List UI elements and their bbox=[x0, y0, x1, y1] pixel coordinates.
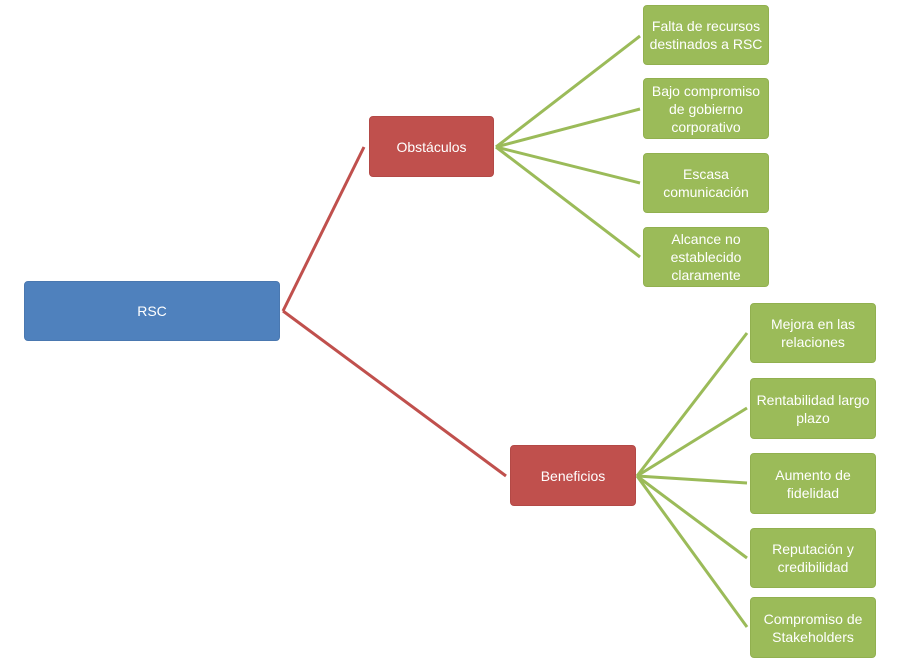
branch-node-label: Obstáculos bbox=[396, 138, 467, 155]
leaf-node-obstaculo: Alcance no establecido claramente bbox=[643, 227, 769, 287]
root-node-label: RSC bbox=[137, 303, 167, 319]
connector-obstaculos-leaf-3 bbox=[495, 145, 641, 259]
leaf-node-beneficio: Compromiso de Stakeholders bbox=[750, 597, 876, 658]
connector-beneficios-leaf-4 bbox=[635, 475, 749, 628]
connector-obstaculos-leaf-1 bbox=[495, 107, 641, 149]
leaf-node-obstaculo: Escasa comunicación bbox=[643, 153, 769, 213]
connector-beneficios-leaf-3 bbox=[636, 474, 748, 560]
leaf-node-label: Bajo compromiso de gobierno corporativo bbox=[651, 82, 761, 135]
leaf-node-obstaculo: Bajo compromiso de gobierno corporativo bbox=[643, 78, 769, 139]
connector-obstaculos-leaf-2 bbox=[495, 145, 641, 185]
leaf-node-label: Mejora en las relaciones bbox=[770, 316, 856, 350]
leaf-node-label: Alcance no establecido claramente bbox=[670, 231, 742, 283]
leaf-node-beneficio: Reputación y credibilidad bbox=[750, 528, 876, 588]
leaf-node-beneficio: Mejora en las relaciones bbox=[750, 303, 876, 363]
connector-beneficios-leaf-1 bbox=[636, 406, 748, 478]
connector-root-beneficios bbox=[282, 309, 507, 478]
connector-beneficios-leaf-2 bbox=[636, 474, 748, 485]
connector-obstaculos-leaf-0 bbox=[495, 34, 641, 149]
leaf-node-label: Rentabilidad largo plazo bbox=[756, 391, 870, 426]
leaf-node-beneficio: Rentabilidad largo plazo bbox=[750, 378, 876, 439]
connector-root-obstaculos bbox=[281, 146, 366, 312]
root-node-rsc: RSC bbox=[24, 281, 280, 341]
branch-node-obstaculos: Obstáculos bbox=[369, 116, 494, 177]
leaf-node-label: Aumento de fidelidad bbox=[775, 466, 851, 501]
leaf-node-label: Falta de recursos destinados a RSC bbox=[649, 18, 763, 52]
leaf-node-label: Reputación y credibilidad bbox=[772, 541, 854, 575]
branch-node-label: Beneficios bbox=[540, 467, 606, 484]
leaf-node-label: Compromiso de Stakeholders bbox=[763, 610, 863, 645]
leaf-node-beneficio: Aumento de fidelidad bbox=[750, 453, 876, 514]
leaf-node-obstaculo: Falta de recursos destinados a RSC bbox=[643, 5, 769, 65]
connector-beneficios-leaf-0 bbox=[635, 332, 749, 477]
leaf-node-label: Escasa comunicación bbox=[663, 166, 749, 200]
branch-node-beneficios: Beneficios bbox=[510, 445, 636, 506]
